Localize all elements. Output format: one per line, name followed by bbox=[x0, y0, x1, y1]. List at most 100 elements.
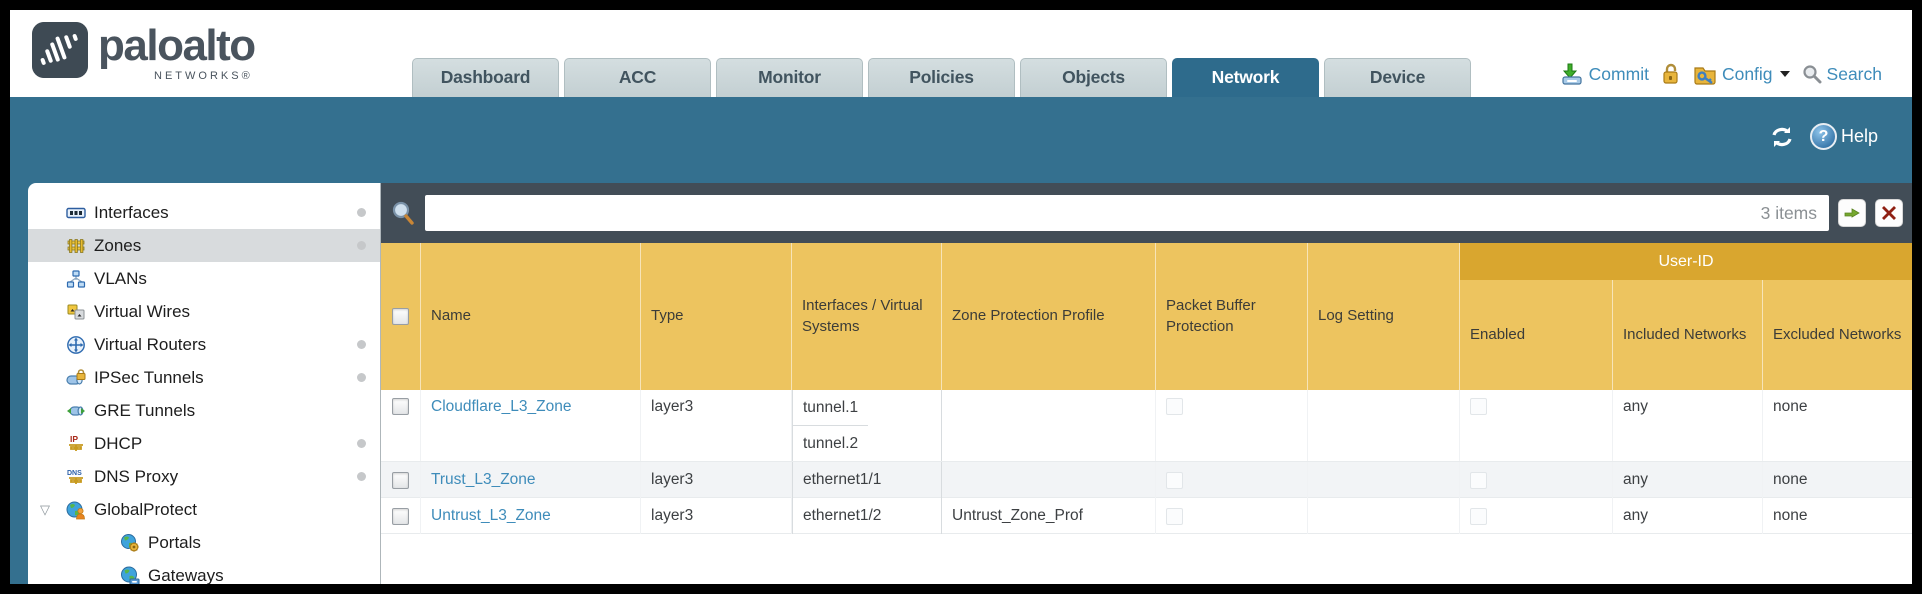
packet-buffer-cell bbox=[1156, 498, 1308, 534]
status-dot bbox=[357, 241, 366, 250]
log-setting-cell bbox=[1308, 498, 1460, 534]
packet-buffer-checkbox[interactable] bbox=[1166, 471, 1183, 489]
packet-buffer-checkbox[interactable] bbox=[1166, 398, 1183, 415]
interface-item[interactable]: ethernet1/2 bbox=[803, 507, 882, 524]
tab-policies[interactable]: Policies bbox=[868, 58, 1015, 97]
sidebar-item-zones[interactable]: Zones bbox=[28, 229, 380, 262]
top-header: paloalto NETWORKS® Dashboard ACC Monitor… bbox=[10, 10, 1912, 97]
refresh-icon[interactable] bbox=[1768, 125, 1796, 149]
status-dot bbox=[357, 439, 366, 448]
gre-tunnels-icon bbox=[67, 405, 85, 416]
virtual-wires-icon bbox=[67, 304, 85, 319]
col-header-excluded-networks[interactable]: Excluded Networks bbox=[1773, 325, 1902, 343]
sidebar-item-label: Virtual Wires bbox=[94, 301, 191, 321]
zone-name-link[interactable]: Cloudflare_L3_Zone bbox=[431, 398, 572, 415]
sidebar-item-ipsec-tunnels[interactable]: IPSec Tunnels bbox=[28, 361, 380, 394]
sidebar-item-label: DNS Proxy bbox=[94, 466, 179, 486]
sidebar-item-label: Interfaces bbox=[94, 202, 169, 222]
select-all-checkbox[interactable] bbox=[392, 308, 409, 325]
sidebar-item-label: IPSec Tunnels bbox=[94, 367, 204, 387]
expand-triangle-icon[interactable]: ▽ bbox=[40, 502, 50, 517]
packet-buffer-cell bbox=[1156, 462, 1308, 498]
sidebar-item-label: Gateways bbox=[148, 565, 224, 585]
tab-device[interactable]: Device bbox=[1324, 58, 1471, 97]
search-action[interactable]: Search bbox=[1802, 64, 1882, 85]
sidebar-item-globalprotect[interactable]: ▽ GlobalProtect bbox=[28, 493, 380, 526]
excluded-networks-cell: none bbox=[1773, 398, 1808, 415]
sidebar-item-vlans[interactable]: VLANs bbox=[28, 262, 380, 295]
apply-filter-button[interactable] bbox=[1838, 199, 1866, 227]
interface-item[interactable]: tunnel.2 bbox=[803, 435, 859, 452]
interfaces-icon bbox=[66, 207, 86, 218]
brand-subtitle: NETWORKS® bbox=[154, 70, 253, 82]
firewall-web-ui: paloalto NETWORKS® Dashboard ACC Monitor… bbox=[10, 10, 1912, 584]
main-nav-tabs: Dashboard ACC Monitor Policies Objects N… bbox=[412, 58, 1471, 97]
clear-filter-button[interactable] bbox=[1875, 199, 1903, 227]
userid-enabled-checkbox[interactable] bbox=[1470, 398, 1487, 415]
col-header-interfaces[interactable]: Interfaces / Virtual Systems bbox=[792, 243, 942, 390]
table-row: Untrust_L3_Zone layer3 ethernet1/2 Untru… bbox=[381, 498, 1912, 534]
col-header-enabled[interactable]: Enabled bbox=[1460, 280, 1613, 390]
ipsec-tunnels-icon bbox=[66, 368, 86, 385]
sidebar-item-label: DHCP bbox=[94, 433, 143, 453]
col-header-log-setting[interactable]: Log Setting bbox=[1308, 243, 1460, 390]
svg-text:IP: IP bbox=[70, 434, 78, 444]
col-header-zone-protection-profile[interactable]: Zone Protection Profile bbox=[942, 243, 1156, 390]
userid-enabled-cell bbox=[1460, 498, 1613, 534]
col-header-name[interactable]: Name bbox=[421, 243, 641, 390]
zone-protection-cell bbox=[942, 390, 1156, 461]
status-dot bbox=[357, 373, 366, 382]
col-header-type[interactable]: Type bbox=[641, 243, 792, 390]
help-button[interactable]: ? Help bbox=[1809, 123, 1878, 150]
help-icon: ? bbox=[1809, 123, 1837, 150]
packet-buffer-checkbox[interactable] bbox=[1166, 507, 1183, 525]
sidebar-item-dhcp[interactable]: IP DHCP bbox=[28, 427, 380, 460]
dhcp-icon: IP bbox=[69, 434, 83, 451]
tab-objects[interactable]: Objects bbox=[1020, 58, 1167, 97]
sidebar-item-virtual-routers[interactable]: Virtual Routers bbox=[28, 328, 380, 361]
sidebar-item-interfaces[interactable]: Interfaces bbox=[28, 196, 380, 229]
sidebar-item-label: GlobalProtect bbox=[94, 499, 197, 519]
config-menu[interactable]: Config bbox=[1693, 63, 1790, 85]
userid-enabled-checkbox[interactable] bbox=[1470, 507, 1487, 525]
log-setting-cell bbox=[1308, 462, 1460, 498]
row-checkbox[interactable] bbox=[392, 398, 409, 415]
status-dot bbox=[357, 340, 366, 349]
config-icon bbox=[1694, 67, 1716, 85]
interface-item[interactable]: ethernet1/1 bbox=[803, 471, 882, 488]
tab-monitor[interactable]: Monitor bbox=[716, 58, 863, 97]
table-row: Cloudflare_L3_Zone layer3 tunnel.1 tunne… bbox=[381, 390, 1912, 462]
sidebar-item-label: GRE Tunnels bbox=[94, 400, 196, 420]
sidebar-item-portals[interactable]: Portals bbox=[28, 526, 380, 559]
tab-acc[interactable]: ACC bbox=[564, 58, 711, 97]
sidebar-item-gre-tunnels[interactable]: GRE Tunnels bbox=[28, 394, 380, 427]
items-count: 3 items bbox=[1760, 202, 1817, 223]
userid-enabled-checkbox[interactable] bbox=[1470, 471, 1487, 489]
packet-buffer-cell bbox=[1156, 390, 1308, 461]
teal-band: ? Help bbox=[10, 97, 1912, 183]
config-label: Config bbox=[1721, 63, 1773, 84]
filter-input[interactable] bbox=[437, 204, 1753, 222]
row-checkbox[interactable] bbox=[392, 471, 409, 489]
commit-icon bbox=[1562, 63, 1582, 85]
zone-protection-cell: Untrust_Zone_Prof bbox=[942, 498, 1156, 534]
sidebar-item-gateways[interactable]: Gateways bbox=[28, 559, 380, 584]
zone-name-link[interactable]: Trust_L3_Zone bbox=[431, 471, 536, 488]
interfaces-cell: ethernet1/2 bbox=[792, 498, 942, 534]
sidebar-item-label: Virtual Routers bbox=[94, 334, 207, 354]
tab-dashboard[interactable]: Dashboard bbox=[412, 58, 559, 97]
row-checkbox[interactable] bbox=[392, 507, 409, 525]
zone-protection-cell bbox=[942, 462, 1156, 498]
sidebar-item-dns-proxy[interactable]: DNS DNS Proxy bbox=[28, 460, 380, 493]
sidebar-item-virtual-wires[interactable]: Virtual Wires bbox=[28, 295, 380, 328]
commit-button[interactable]: Commit bbox=[1560, 63, 1649, 85]
col-header-packet-buffer-protection[interactable]: Packet Buffer Protection bbox=[1156, 243, 1308, 390]
filter-search-icon bbox=[392, 201, 414, 225]
col-header-included-networks[interactable]: Included Networks bbox=[1613, 280, 1763, 390]
vlans-icon bbox=[66, 269, 86, 288]
interface-item[interactable]: tunnel.1 bbox=[793, 390, 869, 426]
zone-name-link[interactable]: Untrust_L3_Zone bbox=[431, 507, 551, 524]
tab-network[interactable]: Network bbox=[1172, 58, 1319, 97]
lock-icon[interactable] bbox=[1661, 63, 1681, 85]
zone-name-cell: Cloudflare_L3_Zone bbox=[421, 390, 641, 461]
